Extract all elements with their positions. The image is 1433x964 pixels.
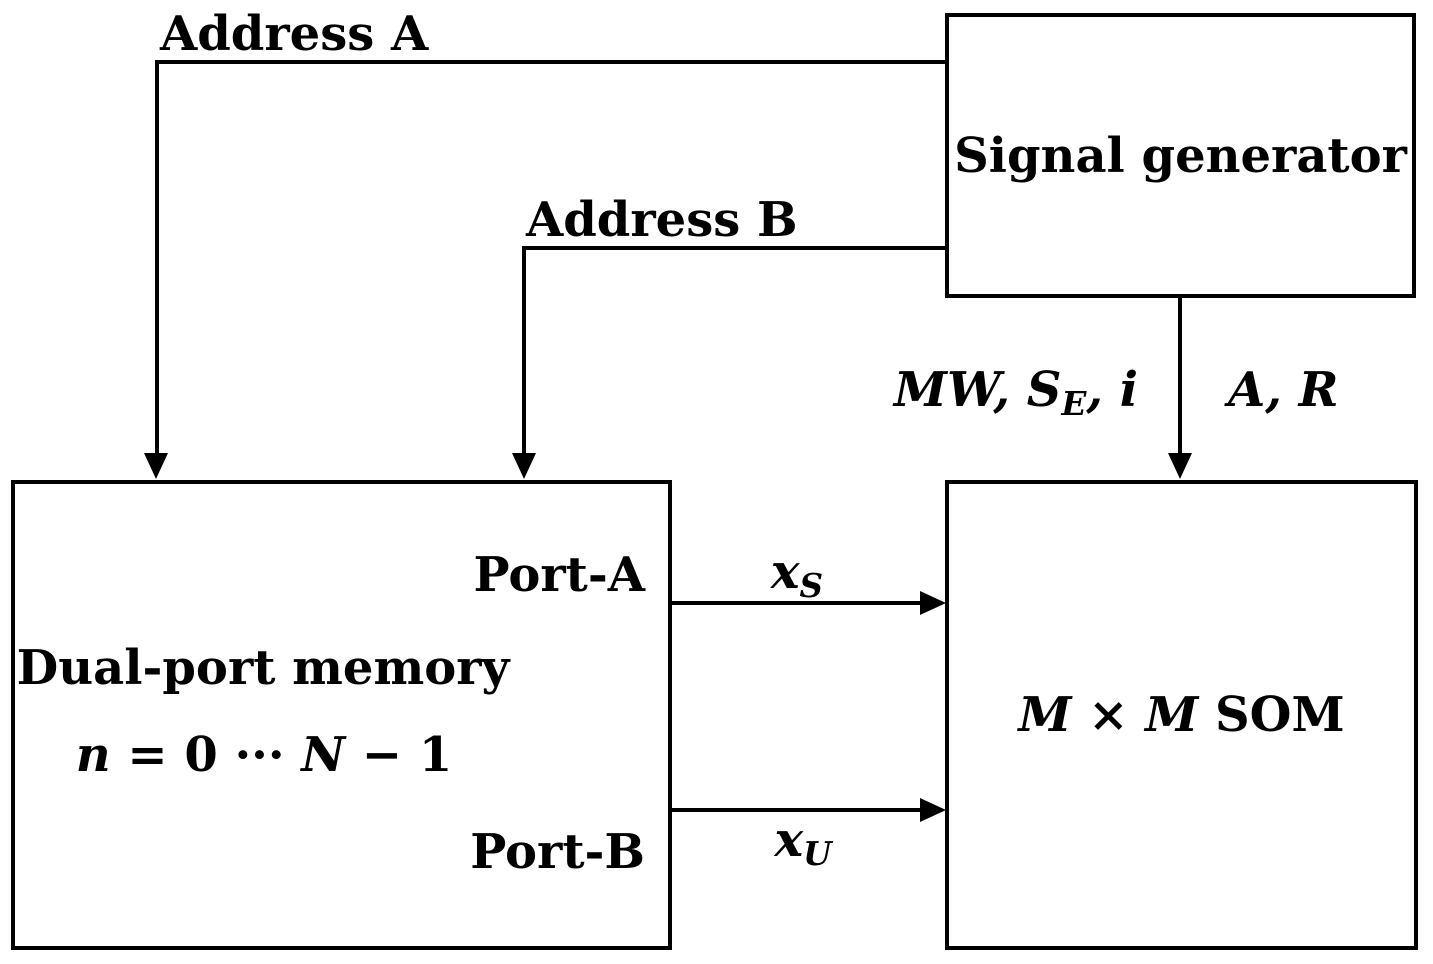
x-s-arrowhead-icon xyxy=(920,591,946,615)
signal-generator-label: Signal generator xyxy=(954,127,1407,184)
x-u-base: x xyxy=(774,812,804,868)
som-name: SOM xyxy=(1215,687,1345,743)
range-var-n: n xyxy=(75,727,111,783)
x-u-subscript: U xyxy=(803,834,832,874)
som-times-symbol: × xyxy=(1088,687,1129,743)
dual-port-memory-box xyxy=(11,480,672,950)
range-minus: − xyxy=(361,727,403,783)
x-u-arrowhead-icon xyxy=(920,798,946,822)
som-label: M × M SOM xyxy=(1018,691,1344,739)
x-s-label: xS xyxy=(771,548,823,603)
port-b-label: Port-B xyxy=(470,824,645,880)
address-b-line-vertical xyxy=(522,246,526,454)
x-u-label: xU xyxy=(774,816,831,871)
x-s-subscript: S xyxy=(799,566,824,606)
address-a-line-horizontal xyxy=(155,60,945,64)
address-b-arrowhead-icon xyxy=(512,453,536,479)
address-b-line-horizontal xyxy=(522,246,945,250)
range-equals: = xyxy=(127,727,168,783)
memory-range-label: n = 0 ··· N − 1 xyxy=(76,731,452,779)
mw-se-i-subscript: E xyxy=(1061,384,1087,424)
port-a-label: Port-A xyxy=(473,547,645,603)
mw-se-i-after-sub: , i xyxy=(1086,362,1138,418)
dual-port-memory-title: Dual-port memory xyxy=(16,640,510,696)
address-a-line-vertical xyxy=(155,60,159,454)
range-zero: 0 xyxy=(184,727,218,783)
address-b-label: Address B xyxy=(526,192,798,248)
x-u-line xyxy=(672,808,922,812)
mw-se-i-label: MW, SE, i xyxy=(894,366,1138,421)
range-var-N: N xyxy=(301,727,346,783)
range-cdots: ··· xyxy=(234,727,285,783)
som-m-left: M xyxy=(1018,687,1072,743)
mw-se-i-before-sub: MW, S xyxy=(893,362,1062,418)
som-m-right: M xyxy=(1145,687,1199,743)
a-r-label: A, R xyxy=(1228,362,1339,418)
signal-generator-box: Signal generator xyxy=(945,13,1416,298)
range-one: 1 xyxy=(418,727,453,783)
address-a-arrowhead-icon xyxy=(144,453,168,479)
generator-to-som-line xyxy=(1178,298,1182,454)
som-box: M × M SOM xyxy=(945,480,1418,950)
x-s-line xyxy=(672,601,922,605)
address-a-label: Address A xyxy=(160,6,429,62)
x-s-base: x xyxy=(770,544,800,600)
generator-to-som-arrowhead-icon xyxy=(1168,453,1192,479)
